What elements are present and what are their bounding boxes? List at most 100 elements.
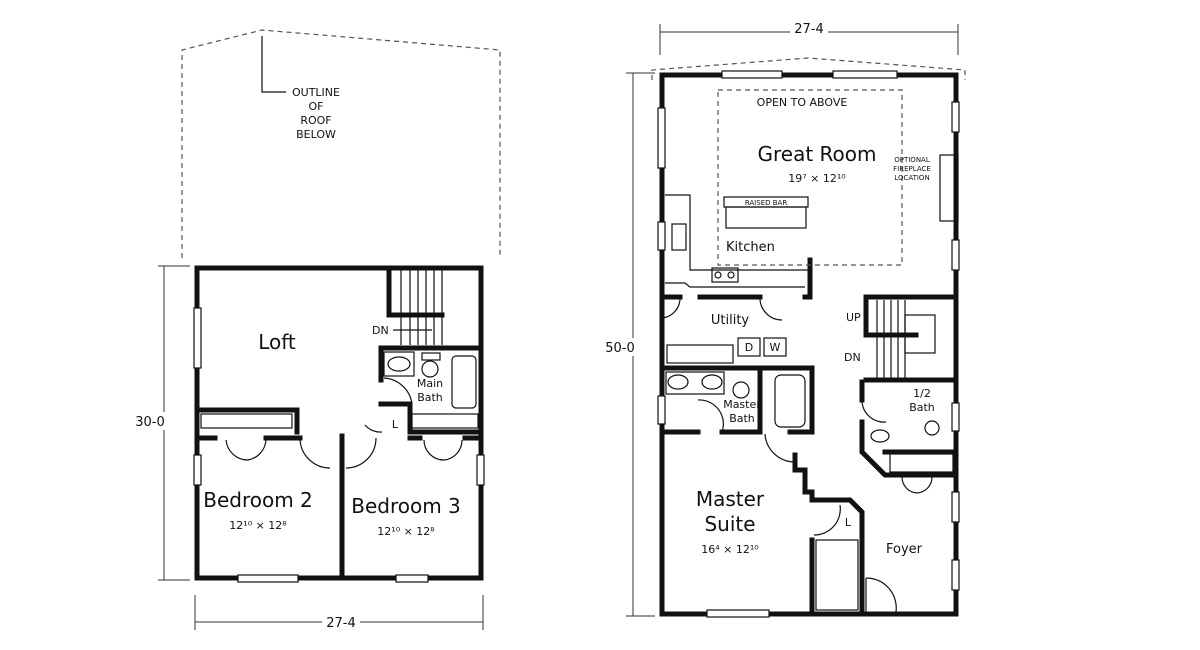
window <box>395 574 429 583</box>
window <box>237 574 299 583</box>
door <box>764 433 796 463</box>
roof-outline <box>181 29 501 258</box>
closet-rod <box>815 539 859 611</box>
plan-label: DN <box>844 351 861 364</box>
plan-line <box>383 351 415 377</box>
roof-note: OUTLINE OF ROOF BELOW <box>292 86 340 141</box>
plan-line <box>790 20 828 36</box>
plan-line <box>383 377 413 405</box>
fireplace-icon <box>939 154 959 222</box>
room-label-bedroom-2: Bedroom 2 12¹⁰ × 12⁸ <box>203 488 313 532</box>
plan-label: BELOW <box>296 128 336 141</box>
plan-label: 12¹⁰ × 12⁸ <box>229 519 287 532</box>
plan-label: Bath <box>417 391 443 404</box>
toilet-icon <box>924 420 940 436</box>
window <box>951 101 960 133</box>
plan-label: D <box>745 341 753 354</box>
plan-label: Suite <box>704 512 755 536</box>
roof-outline <box>651 57 966 80</box>
plan-line <box>727 271 735 279</box>
room-label-master-suite: Master Suite 16⁴ × 12¹⁰ <box>696 487 765 556</box>
window <box>657 221 666 251</box>
window <box>951 491 960 523</box>
window <box>951 402 960 432</box>
closet-doors <box>423 439 463 461</box>
plan-label: OPTIONAL <box>894 156 930 164</box>
stair-wall <box>386 265 445 318</box>
plan-label: L <box>845 516 852 529</box>
window <box>476 454 485 486</box>
plan-line <box>665 282 805 288</box>
toilet-icon <box>732 381 750 399</box>
plan-label: 27-4 <box>794 22 824 37</box>
window <box>832 70 898 79</box>
plan-line <box>792 452 865 617</box>
plan-label: Bath <box>729 412 755 425</box>
plan-label: UP <box>846 311 861 324</box>
plan-label: 19⁷ × 12¹⁰ <box>788 172 846 185</box>
window <box>657 395 666 425</box>
dimension-depth: 30-0 <box>135 265 190 581</box>
closet-rod <box>889 453 954 473</box>
window <box>657 107 666 169</box>
plan-label: LOCATION <box>894 174 929 182</box>
shelf <box>666 344 734 364</box>
main-floor-plan: 27-4 50-0 OPEN TO ABOVE Great Room <box>605 20 966 618</box>
room-label-loft: Loft <box>258 330 296 354</box>
plan-label: FIREPLACE <box>893 165 931 173</box>
plan-line <box>802 257 813 300</box>
kitchen-sink-icon <box>671 223 687 251</box>
plan-line <box>665 194 810 271</box>
dryer-icon <box>737 337 761 357</box>
plan-label: Utility <box>711 313 750 328</box>
plan-label: 50-0 <box>605 341 635 356</box>
dimension-width: 27-4 <box>194 595 484 631</box>
bedroom3-door <box>345 437 377 469</box>
plan-label: 12¹⁰ × 12⁸ <box>377 525 435 538</box>
plan-label: Master <box>696 487 765 511</box>
window <box>721 70 783 79</box>
plan-label: Main <box>417 377 443 390</box>
plan-label: Bath <box>909 401 935 414</box>
stove-icon <box>711 267 739 283</box>
plan-line <box>411 413 479 429</box>
upper-floor-plan: OUTLINE OF ROOF BELOW 30-0 27-4 <box>135 29 501 631</box>
plan-line <box>421 352 441 361</box>
plan-label: Great Room <box>758 142 877 166</box>
exterior-walls <box>194 265 484 581</box>
room-label-bedroom-3: Bedroom 3 12¹⁰ × 12⁸ <box>351 494 461 538</box>
plan-line <box>200 413 293 429</box>
plan-label: 30-0 <box>135 415 165 430</box>
door <box>759 296 783 321</box>
window <box>706 609 770 618</box>
stairs: DN <box>372 270 443 345</box>
dimension-depth: 50-0 <box>605 72 655 617</box>
bedroom2-door <box>299 437 331 469</box>
plan-line <box>378 401 483 435</box>
plan-line <box>659 365 815 435</box>
plan-line <box>140 412 168 430</box>
plan-line <box>859 419 959 478</box>
plan-line <box>725 206 807 229</box>
plan-label: 1/2 <box>913 387 931 400</box>
plan-label: Master <box>723 398 761 411</box>
door <box>661 296 681 319</box>
plan-label: OUTLINE <box>292 86 340 99</box>
sink-icon <box>701 374 723 390</box>
room-label-foyer: Foyer <box>886 542 923 557</box>
plan-line <box>697 399 724 433</box>
plan-label: W <box>770 341 781 354</box>
stairs: UP DN <box>844 300 936 378</box>
linen-door <box>364 424 383 433</box>
plan-label: ROOF <box>300 114 331 127</box>
plan-label: Bedroom 3 <box>351 494 461 518</box>
closet-doors <box>901 476 933 494</box>
window <box>951 559 960 591</box>
window <box>193 454 202 486</box>
bathtub-icon <box>774 374 806 428</box>
dimension-width: 27-4 <box>659 20 959 55</box>
door <box>861 399 887 423</box>
plan-label: Kitchen <box>726 240 775 255</box>
plan-label: 16⁴ × 12¹⁰ <box>701 543 759 556</box>
